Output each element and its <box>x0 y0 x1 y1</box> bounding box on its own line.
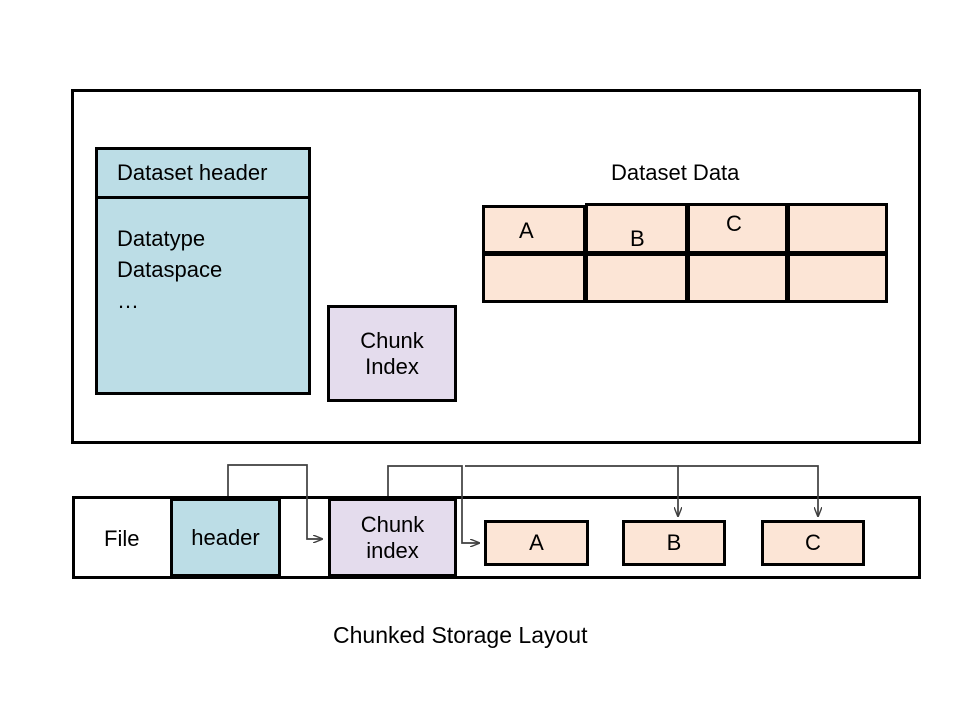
file-chunk-label-a: A <box>529 530 544 556</box>
dataset-data-cell <box>585 253 688 303</box>
dataset-data-cell <box>787 203 888 254</box>
file-chunk-index-block: Chunk index <box>328 498 457 577</box>
file-chunk-label-b: B <box>666 530 682 556</box>
dataset-data-cell-label-a: A <box>519 218 534 243</box>
file-chunk-block-a: A <box>484 520 589 566</box>
dataset-data-cell-label-b: B <box>630 226 645 251</box>
dataset-data-cell <box>585 203 688 254</box>
dataset-data-cell <box>687 253 788 303</box>
figure-caption: Chunked Storage Layout <box>333 622 588 648</box>
file-header-label: header <box>191 524 260 550</box>
dataset-header-box: Dataset header Datatype Dataspace … <box>95 147 311 395</box>
chunk-index-label: Chunk Index <box>360 327 424 379</box>
file-chunk-index-label: Chunk index <box>360 511 425 563</box>
dataset-data-cell <box>482 253 586 303</box>
file-chunk-block-c: C <box>761 520 865 566</box>
file-chunk-label-c: C <box>805 530 821 556</box>
dataset-data-title: Dataset Data <box>611 160 740 185</box>
file-label: File <box>104 526 140 551</box>
dataset-header-title: Dataset header <box>98 150 308 199</box>
file-chunk-block-b: B <box>622 520 726 566</box>
dataset-data-cell-label-c: C <box>726 211 742 236</box>
dataset-data-cell <box>787 253 888 303</box>
dataset-header-body: Datatype Dataspace … <box>117 226 223 314</box>
file-header-block: header <box>170 498 281 577</box>
dataset-data-cell <box>482 205 586 254</box>
dataset-data-cell <box>687 203 788 254</box>
chunk-index-box: Chunk Index <box>327 305 457 402</box>
